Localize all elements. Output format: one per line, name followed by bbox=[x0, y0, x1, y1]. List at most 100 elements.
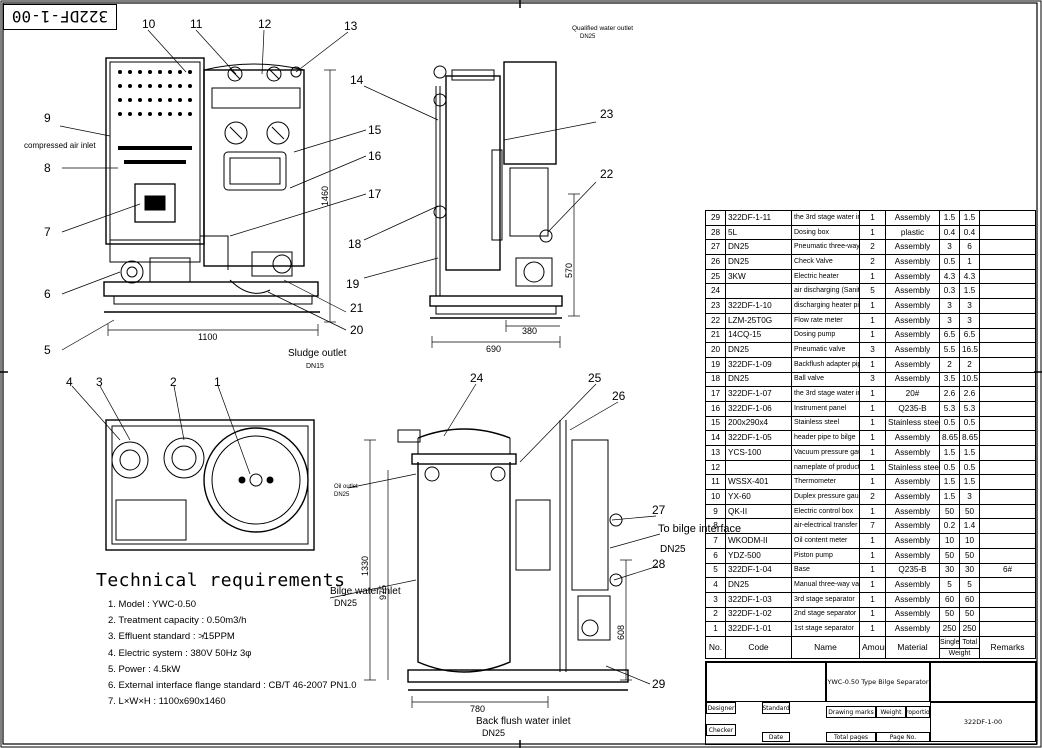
bom-cell-code: LZM-25T0G bbox=[725, 312, 792, 329]
bom-cell-code: 3KW bbox=[725, 268, 792, 285]
bom-cell-amount: 1 bbox=[859, 445, 886, 461]
bom-cell-single: 0.2 bbox=[939, 518, 960, 535]
dimension-labels: 1100 1460 690 380 570 1330 975 780 608 bbox=[198, 186, 626, 714]
bom-cell-remarks bbox=[979, 533, 1036, 549]
label-back-flush-water-inlet-dn: DN25 bbox=[482, 728, 505, 738]
bom-cell-code: 322DF-1-02 bbox=[725, 606, 792, 623]
callout-10: 10 bbox=[142, 17, 156, 31]
callout-5: 5 bbox=[44, 343, 51, 357]
bom-cell-total: 1.4 bbox=[959, 518, 980, 535]
bom-cell-remarks bbox=[979, 254, 1036, 270]
callout-19: 19 bbox=[346, 277, 360, 291]
bom-cell-total: 3 bbox=[959, 298, 980, 314]
bom-cell-single: 1.5 bbox=[939, 489, 960, 505]
bom-cell-single: 1.5 bbox=[939, 210, 960, 226]
bom-header-amount: Amount bbox=[859, 635, 886, 659]
bom-header-no: No. bbox=[705, 635, 726, 659]
bom-cell-code: 322DF-1-07 bbox=[725, 386, 792, 402]
dosing-pump bbox=[515, 257, 553, 287]
bom-cell-no: 12 bbox=[705, 459, 726, 476]
bom-cell-total: 5 bbox=[959, 577, 980, 593]
bom-cell-name: Instrument panel bbox=[791, 400, 860, 417]
title-drawing-no: 322DF-1-00 bbox=[930, 702, 1036, 742]
bom-cell-remarks bbox=[979, 356, 1036, 373]
bom-header-remarks: Remarks bbox=[979, 635, 1036, 659]
bom-cell-amount: 1 bbox=[859, 298, 886, 314]
bom-cell-code: WSSX-401 bbox=[725, 474, 792, 491]
label-sludge-outlet: Sludge outlet bbox=[288, 348, 347, 359]
requirement-item: 4. Electric system : 380V 50Hz 3φ bbox=[108, 647, 252, 659]
callout-4: 4 bbox=[66, 375, 73, 389]
bom-cell-total: 50 bbox=[959, 606, 980, 623]
bom-cell-total: 10.5 bbox=[959, 371, 980, 388]
requirement-item: 1. Model : YWC-0.50 bbox=[108, 599, 197, 610]
bom-cell-no: 9 bbox=[705, 503, 726, 520]
bom-cell-amount: 1 bbox=[859, 386, 886, 402]
bom-cell-name: 1st stage separator bbox=[791, 621, 860, 637]
bom-cell-no: 27 bbox=[705, 239, 726, 256]
bom-cell-code: DN25 bbox=[725, 239, 792, 256]
bom-cell-material: Assembly bbox=[885, 298, 940, 314]
callout-13: 13 bbox=[344, 19, 358, 33]
bom-cell-no: 20 bbox=[705, 342, 726, 358]
label-to-bilge-interface-dn: DN25 bbox=[660, 544, 686, 555]
requirement-item: 5. Power : 4.5kW bbox=[108, 663, 181, 675]
title-drawing-marks: Drawing marks bbox=[826, 706, 876, 718]
bom-cell-single: 50 bbox=[939, 547, 960, 564]
bom-cell-material: Assembly bbox=[885, 606, 940, 623]
1st-stage-separator-top bbox=[203, 427, 309, 533]
bom-cell-code: DN25 bbox=[725, 254, 792, 270]
callout-1: 1 bbox=[214, 375, 221, 389]
bom-cell-name: Thermometer bbox=[791, 474, 860, 491]
bom-cell-total: 1.5 bbox=[959, 210, 980, 226]
bom-cell-amount: 1 bbox=[859, 224, 886, 241]
bom-cell-remarks bbox=[979, 518, 1036, 535]
bom-cell-code: 322DF-1-04 bbox=[725, 562, 792, 579]
callout-14: 14 bbox=[350, 73, 364, 87]
callout-29: 29 bbox=[652, 677, 666, 691]
base-frame bbox=[103, 281, 319, 297]
bom-cell-material: Q235-B bbox=[885, 400, 940, 417]
requirement-item: 3. Effluent standard : ≯15PPM bbox=[108, 631, 235, 643]
bom-cell-single: 30 bbox=[939, 562, 960, 579]
bom-cell-remarks bbox=[979, 283, 1036, 300]
bom-cell-no: 28 bbox=[705, 224, 726, 241]
bom-cell-remarks bbox=[979, 327, 1036, 344]
bom-cell-amount: 1 bbox=[859, 312, 886, 329]
dim-tank-width: 780 bbox=[470, 704, 485, 714]
bom-cell-name: Flow rate meter bbox=[791, 312, 860, 329]
bom-cell-amount: 1 bbox=[859, 621, 886, 637]
label-qualified-water-outlet-dn: DN25 bbox=[580, 34, 596, 40]
bom-cell-single: 0.5 bbox=[939, 254, 960, 270]
front-view bbox=[103, 57, 336, 336]
bom-cell-total: 10 bbox=[959, 533, 980, 549]
bom-cell-amount: 1 bbox=[859, 327, 886, 344]
bom-cell-name: Pneumatic valve bbox=[791, 342, 860, 358]
bom-cell-remarks: 6# bbox=[979, 562, 1036, 579]
bom-cell-name: Base bbox=[791, 562, 860, 579]
bom-cell-remarks bbox=[979, 430, 1036, 446]
bom-cell-material: Q235-B bbox=[885, 562, 940, 579]
bom-cell-amount: 1 bbox=[859, 210, 886, 226]
bom-cell-total: 4.3 bbox=[959, 268, 980, 285]
bom-cell-no: 6 bbox=[705, 547, 726, 564]
pressure-gauge-icon bbox=[266, 121, 290, 145]
bom-cell-amount: 1 bbox=[859, 474, 886, 491]
bom-cell-remarks bbox=[979, 503, 1036, 520]
bom-cell-amount: 1 bbox=[859, 400, 886, 417]
title-standard: Standard bbox=[762, 702, 790, 714]
bom-cell-material: Stainless steel bbox=[885, 459, 940, 476]
